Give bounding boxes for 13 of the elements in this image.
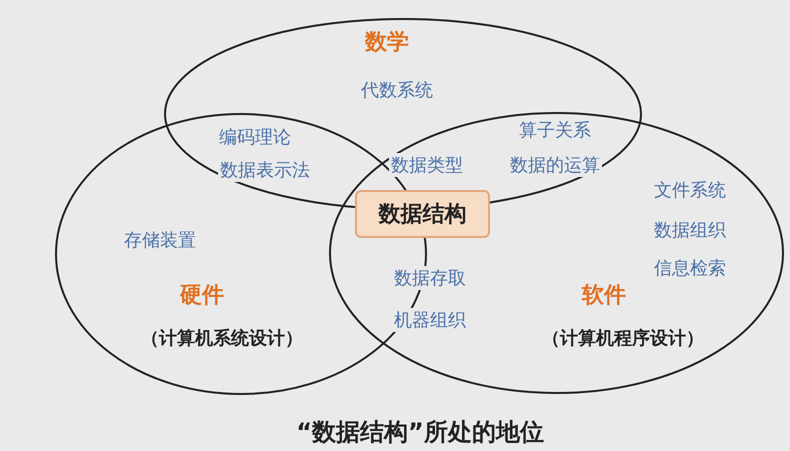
topic-label: 数据的运算 [508, 153, 602, 177]
set-heading: 软件 [582, 282, 626, 310]
set-heading: 硬件 [180, 282, 224, 310]
topic-label: 信息检索 [652, 256, 728, 280]
set-subtitle: （计算机系统设计） [141, 327, 303, 350]
set-subtitle: （计算机程序设计） [542, 327, 704, 350]
topic-label: 数据类型 [389, 153, 465, 177]
set-heading: 数学 [365, 29, 409, 57]
caption: “数据结构”所处的地位 [296, 417, 544, 448]
topic-label: 机器组织 [392, 308, 468, 332]
topic-label: 数据存取 [392, 266, 468, 290]
topic-label: 数据表示法 [218, 158, 312, 182]
set-ellipse [329, 112, 784, 394]
